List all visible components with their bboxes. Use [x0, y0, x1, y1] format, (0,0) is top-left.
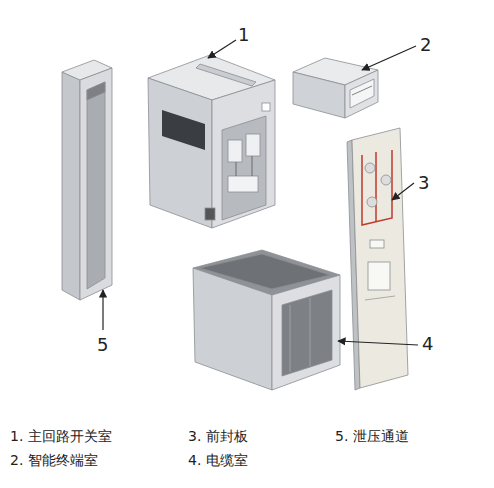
part-caption: 1. 主回路开关室	[10, 428, 112, 445]
callout-number: 4	[422, 333, 433, 355]
leader-lines	[103, 40, 418, 345]
relief-channel	[62, 60, 112, 300]
cable-room	[193, 250, 340, 390]
callout-number: 2	[420, 34, 431, 56]
terminal-room	[293, 58, 378, 118]
part-caption: 4. 电缆室	[188, 452, 248, 469]
callout-number: 1	[238, 24, 249, 46]
part-caption: 5. 泄压通道	[335, 428, 409, 445]
main-switch-room	[148, 55, 275, 228]
front-cover	[347, 128, 408, 390]
part-caption: 2. 智能终端室	[10, 452, 98, 469]
callout-number: 3	[418, 172, 429, 194]
part-caption: 3. 前封板	[188, 428, 248, 445]
callout-number: 5	[97, 334, 108, 356]
